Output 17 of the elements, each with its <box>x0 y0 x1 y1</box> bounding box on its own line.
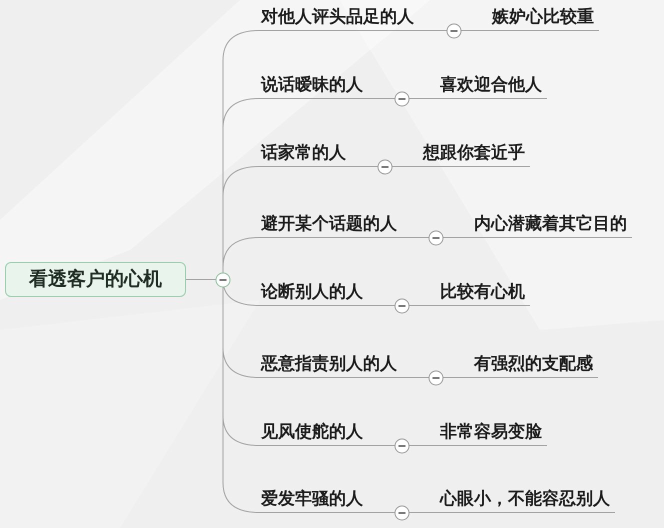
branch-topic: 爱发牢骚的人 <box>259 487 369 513</box>
subtopic: 有强烈的支配感 <box>452 352 598 378</box>
subtopic: 喜欢迎合他人 <box>418 73 547 99</box>
subtopic: 想跟你套近乎 <box>401 141 530 167</box>
branch-topic: 对他人评头品足的人 <box>259 5 420 31</box>
subtopic: 内心潜藏着其它目的 <box>452 212 632 238</box>
root-topic-box: 看透客户的心机 <box>5 262 186 297</box>
subtopic: 非常容易变脸 <box>418 420 547 446</box>
branch-topic: 说话暧昧的人 <box>259 73 369 99</box>
branch-topic: 避开某个话题的人 <box>259 212 403 238</box>
branch-topic: 见风使舵的人 <box>259 420 369 446</box>
branch-topic: 论断别人的人 <box>259 280 369 306</box>
subtopic: 嫉妒心比较重 <box>470 5 599 31</box>
subtopic: 心眼小，不能容忍别人 <box>418 487 615 513</box>
branch-topic: 恶意指责别人的人 <box>259 352 403 378</box>
subtopic: 比较有心机 <box>418 280 530 306</box>
branch-topic: 话家常的人 <box>259 141 352 167</box>
